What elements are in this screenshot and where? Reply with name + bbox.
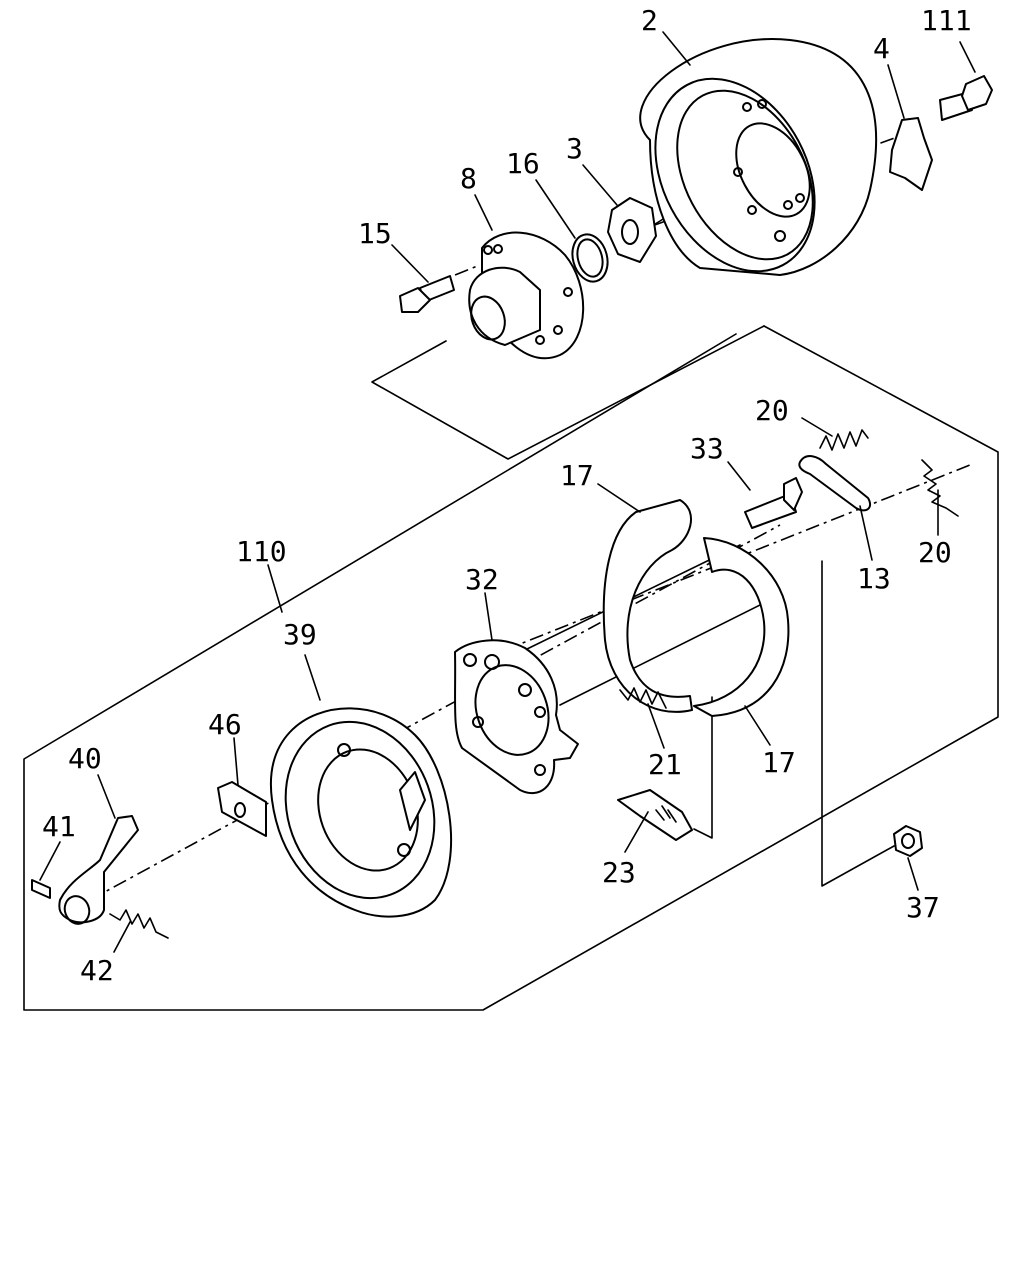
callout-3: 3 — [566, 132, 583, 165]
callout-23: 23 — [602, 856, 636, 889]
brake-shoe-17-upper — [602, 499, 693, 713]
bolt-15 — [399, 275, 455, 313]
callout-40: 40 — [68, 742, 102, 775]
nut-3 — [607, 197, 657, 263]
pin-33 — [744, 477, 803, 529]
callout-15: 15 — [358, 217, 392, 250]
callout-111: 111 — [921, 4, 972, 37]
bolt-111 — [939, 75, 993, 121]
wedge-4 — [889, 117, 933, 191]
dust-cover-39 — [269, 707, 453, 918]
callout-33: 33 — [690, 432, 724, 465]
callout-17-lower: 17 — [762, 746, 796, 779]
spring-21 — [619, 687, 667, 709]
callout-37: 37 — [906, 891, 940, 924]
hub-flange-8 — [468, 231, 585, 360]
callout-20-upper: 20 — [755, 394, 789, 427]
plate-46 — [217, 781, 267, 837]
callout-8: 8 — [460, 162, 477, 195]
pin-41 — [31, 879, 51, 899]
spring-20-upper — [819, 429, 869, 451]
nut-37 — [893, 825, 923, 857]
backing-plate-32 — [454, 639, 579, 795]
callout-13: 13 — [857, 562, 891, 595]
callout-110: 110 — [236, 535, 287, 568]
callout-39: 39 — [283, 618, 317, 651]
hub-group-outline — [371, 325, 765, 460]
callout-21: 21 — [648, 748, 682, 781]
assembly-110-outline — [23, 325, 999, 1011]
spring-42 — [109, 909, 169, 939]
callout-20-lower: 20 — [918, 536, 952, 569]
leader-lines — [39, 31, 976, 953]
callout-32: 32 — [465, 563, 499, 596]
adjuster-link-outline — [693, 696, 713, 839]
callout-2: 2 — [641, 4, 658, 37]
brake-drum — [639, 38, 878, 276]
callout-46: 46 — [208, 708, 242, 741]
spring-20-lower — [921, 459, 959, 517]
nut-37-outline — [821, 560, 895, 887]
axis-shoe-b — [559, 599, 771, 706]
brake-shoe-17-lower — [693, 537, 790, 717]
callout-16: 16 — [506, 147, 540, 180]
callout-4: 4 — [873, 32, 890, 65]
link-plate-13 — [798, 455, 872, 512]
callout-17-upper: 17 — [560, 459, 594, 492]
adjuster-23 — [617, 789, 693, 841]
callout-41: 41 — [42, 810, 76, 843]
callout-42: 42 — [80, 954, 114, 987]
o-ring-16 — [571, 233, 609, 283]
lever-40 — [58, 815, 139, 925]
axis-main — [89, 524, 781, 901]
